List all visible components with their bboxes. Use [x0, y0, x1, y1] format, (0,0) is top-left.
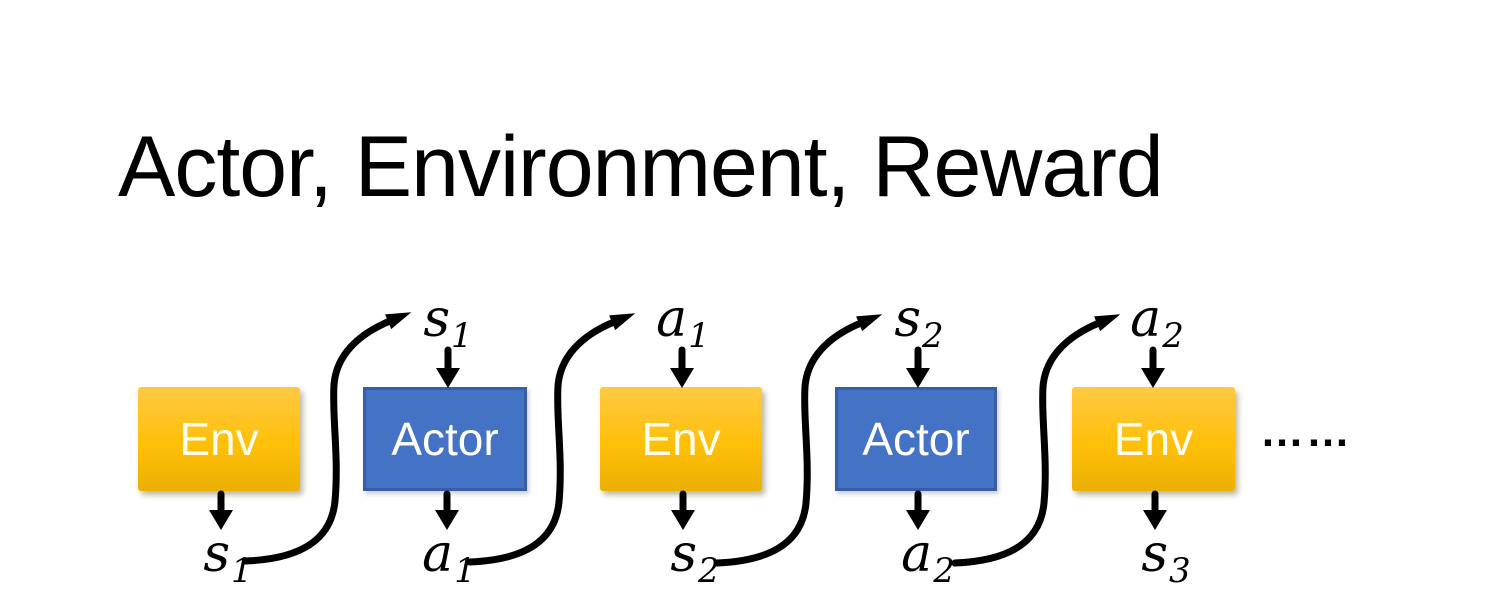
- state-symbol: a: [1130, 289, 1162, 349]
- actor-box-2: Actor: [363, 387, 527, 491]
- bottom-state-label-1: s1: [203, 528, 252, 588]
- top-state-label-4: a2: [1130, 293, 1184, 353]
- top-state-label-2: a1: [656, 293, 710, 353]
- env-box-5: Env: [1072, 387, 1235, 491]
- top-state-label-3: s2: [894, 293, 943, 353]
- bottom-state-label-3: s2: [670, 528, 719, 588]
- env-box-label: Env: [1113, 413, 1194, 465]
- env-box-1: Env: [138, 387, 300, 491]
- state-symbol: a: [422, 524, 454, 584]
- actor-box-label: Actor: [862, 413, 970, 465]
- state-subscript: 1: [451, 316, 473, 356]
- state-subscript: 2: [698, 551, 720, 591]
- state-symbol: a: [901, 524, 933, 584]
- bottom-state-label-5: s3: [1141, 528, 1190, 588]
- env-box-3: Env: [600, 387, 762, 491]
- state-symbol: s: [203, 524, 231, 584]
- bottom-state-label-2: a1: [422, 528, 476, 588]
- state-subscript: 1: [231, 551, 253, 591]
- bottom-state-label-4: a2: [901, 528, 955, 588]
- env-box-label: Env: [179, 413, 259, 465]
- state-symbol: s: [423, 289, 451, 349]
- state-subscript: 1: [454, 551, 476, 591]
- state-subscript: 2: [1162, 316, 1184, 356]
- env-box-label: Env: [641, 413, 721, 465]
- actor-box-4: Actor: [835, 387, 997, 491]
- actor-box-label: Actor: [391, 413, 499, 465]
- state-subscript: 3: [1169, 551, 1191, 591]
- state-symbol: s: [894, 289, 922, 349]
- state-symbol: s: [670, 524, 698, 584]
- ellipsis-dots: ……: [1260, 407, 1352, 456]
- state-symbol: a: [656, 289, 688, 349]
- state-subscript: 2: [922, 316, 944, 356]
- top-state-label-1: s1: [423, 293, 472, 353]
- state-subscript: 1: [688, 316, 710, 356]
- slide-title: Actor, Environment, Reward: [118, 119, 1164, 215]
- state-symbol: s: [1141, 524, 1169, 584]
- state-subscript: 2: [933, 551, 955, 591]
